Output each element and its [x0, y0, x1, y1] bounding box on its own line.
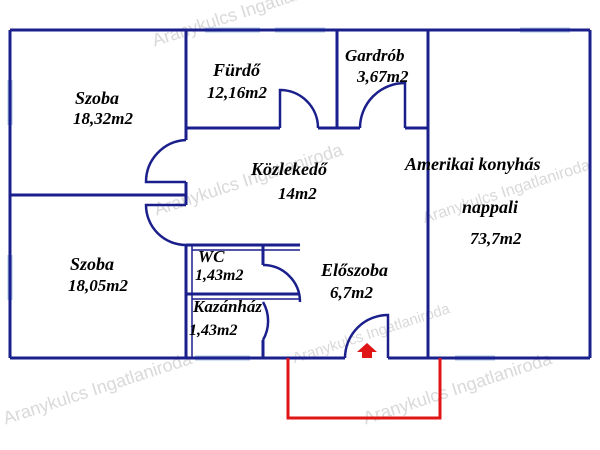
door-entrance — [343, 313, 390, 359]
room-szoba2-area: 18,05m2 — [68, 276, 128, 295]
room-furdo-name: Fürdő — [212, 60, 261, 80]
room-kazanhaz-name: Kazánház — [192, 297, 262, 316]
room-nappali-name-line1: Amerikai konyhás — [404, 154, 541, 174]
watermark-1: Aranykulcs Ingatlaniroda — [150, 0, 345, 50]
room-furdo-area: 12,16m2 — [207, 83, 267, 102]
room-szoba1-area: 18,32m2 — [73, 109, 133, 128]
room-szoba1-name: Szoba — [75, 88, 119, 108]
room-kazanhaz-area: 1,43m2 — [189, 322, 237, 339]
watermark-4: Aranykulcs Ingatlaniroda — [1, 348, 196, 428]
doors — [144, 81, 407, 359]
room-kozlekedo-area: 14m2 — [278, 184, 317, 203]
door-szoba1 — [144, 138, 187, 184]
door-gardrob — [358, 81, 407, 129]
door-wc — [262, 263, 302, 303]
entrance-arrow-icon — [357, 343, 377, 358]
room-wc-name: WC — [198, 247, 225, 266]
room-nappali-area: 73,7m2 — [470, 229, 522, 248]
room-nappali-name-line2: nappali — [462, 197, 518, 217]
room-wc-area: 1,43m2 — [195, 267, 243, 284]
watermark-2: Aranykulcs Ingatlaniroda — [151, 139, 346, 219]
room-szoba2-name: Szoba — [70, 254, 114, 274]
room-kozlekedo-name: Közlekedő — [250, 159, 328, 179]
room-eloszoba-name: Előszoba — [320, 260, 388, 280]
door-kazanhaz — [261, 301, 270, 341]
entrance-terrace-outline — [286, 358, 442, 420]
room-gardrob-area: 3,67m2 — [356, 67, 409, 86]
room-eloszoba-area: 6,7m2 — [330, 283, 373, 302]
door-furdo — [278, 88, 320, 129]
room-gardrob-name: Gardrób — [345, 46, 405, 65]
inner-wall-lines — [191, 245, 300, 358]
door-szoba2 — [144, 203, 187, 247]
entrance — [286, 343, 442, 420]
room-labels: Szoba 18,32m2 Fürdő 12,16m2 Gardrób 3,67… — [68, 46, 541, 339]
